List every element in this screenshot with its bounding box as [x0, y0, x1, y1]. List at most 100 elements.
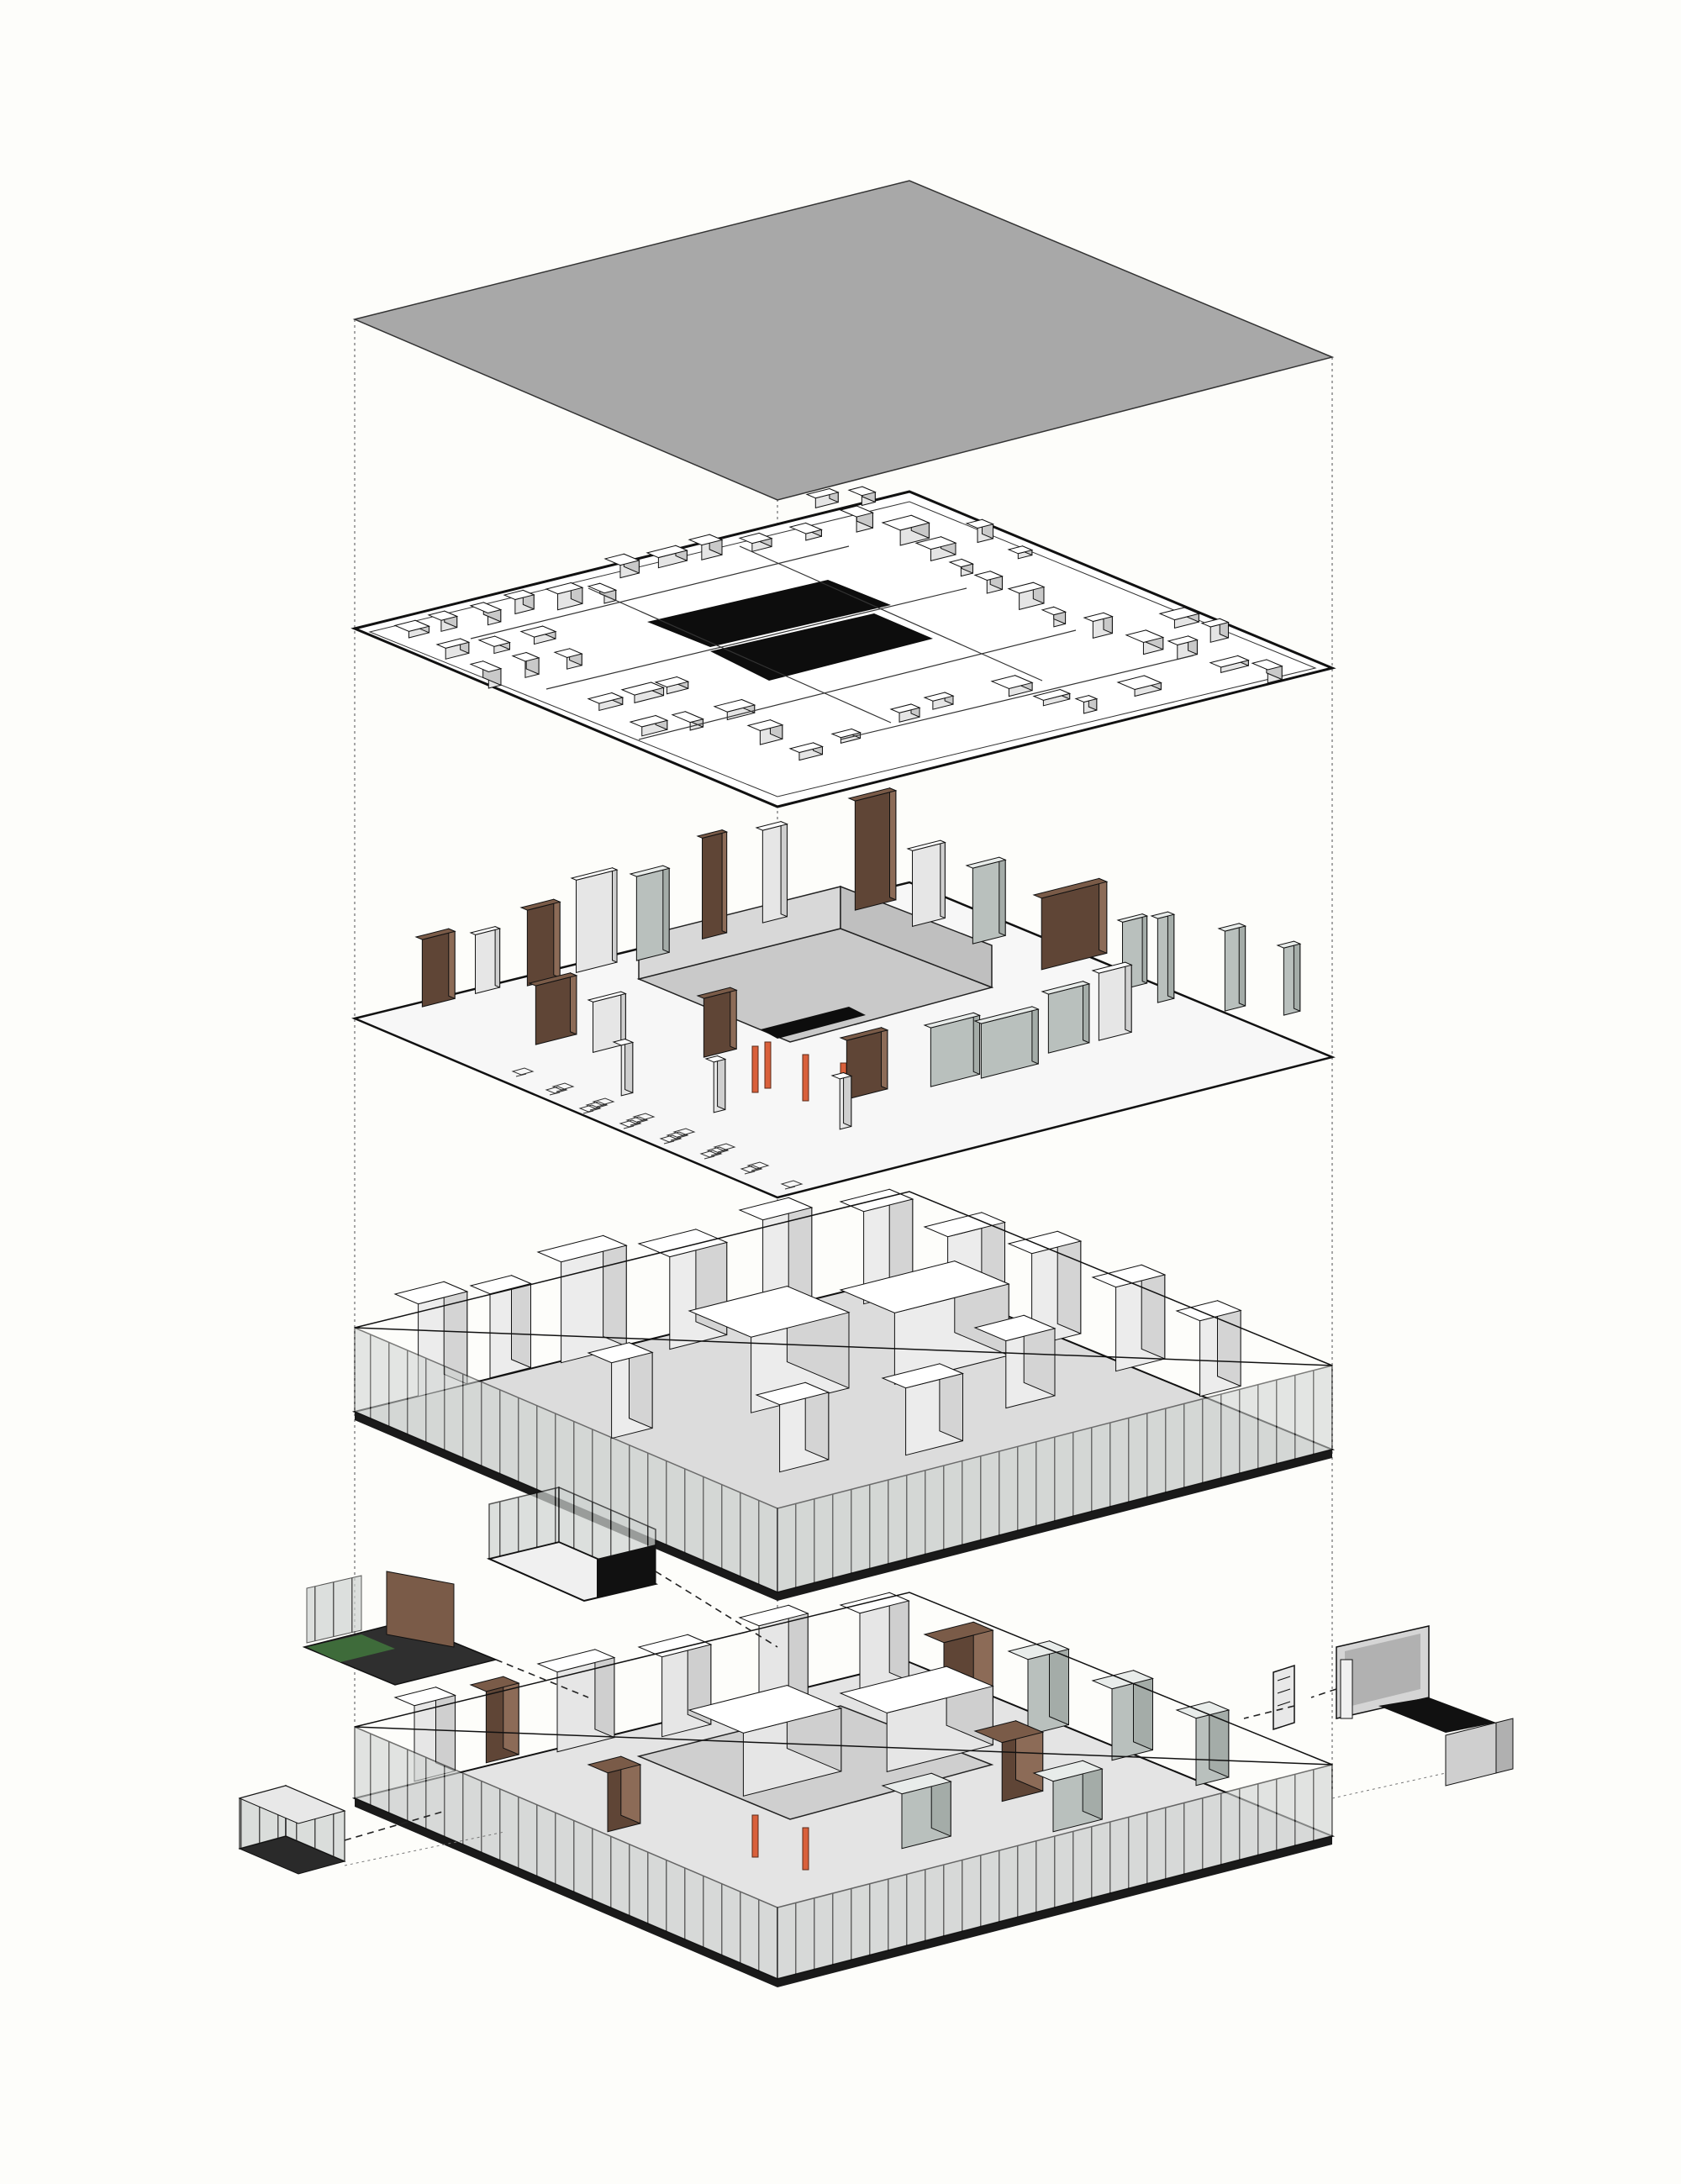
dark-floor-block	[647, 580, 891, 647]
dark-floor-block	[710, 613, 933, 681]
assembled-wall	[839, 1592, 910, 1694]
furniture-block	[923, 692, 955, 710]
furniture-block	[519, 625, 557, 645]
assembled-wall	[973, 1719, 1045, 1802]
fitout-panel	[1041, 980, 1091, 1054]
assembled-walls	[393, 1592, 1230, 1850]
furniture-block	[948, 558, 975, 577]
furniture-block	[889, 703, 921, 723]
furniture-block	[511, 651, 540, 678]
furniture-block	[1007, 545, 1034, 560]
fitout-panel	[847, 787, 898, 911]
furniture-block	[587, 582, 618, 604]
furniture-items	[393, 486, 1283, 761]
exploded-modules	[238, 1486, 1514, 1875]
desk-cluster	[619, 1119, 642, 1129]
assembled-wall	[688, 1684, 843, 1797]
desk-cluster	[780, 1180, 804, 1190]
fitout-panel	[830, 1071, 853, 1130]
partition-wall	[1175, 1299, 1242, 1397]
assembled-wall	[1175, 1701, 1230, 1787]
floor-edge	[777, 1836, 1332, 1987]
floor-edge	[355, 1798, 777, 1987]
partition-wall	[469, 1274, 533, 1379]
furniture-block	[553, 648, 583, 670]
fitout-panel	[839, 1026, 889, 1100]
assembled-wall	[587, 1755, 642, 1833]
fitout-panel	[965, 856, 1007, 945]
furniture-block	[1125, 629, 1165, 655]
furniture-block	[805, 487, 840, 509]
fitout-panel	[755, 820, 789, 924]
fitout-panel	[1217, 923, 1247, 1012]
fitout-panel	[704, 1055, 727, 1113]
desk-cluster	[578, 1104, 602, 1114]
curtain-wall-back	[354, 1592, 1333, 1766]
furniture-block	[1158, 607, 1200, 629]
floor-edge	[777, 1450, 1332, 1601]
desk-cluster	[659, 1134, 682, 1145]
furniture-block	[587, 692, 624, 712]
assembled-wall	[1007, 1639, 1071, 1736]
furniture-block	[603, 553, 640, 579]
fitout-elements	[414, 787, 1302, 1130]
interior-fitout-layer	[351, 787, 1336, 1199]
fitout-panel	[1091, 961, 1133, 1041]
screen-panel-right	[1273, 1664, 1295, 1731]
assembled-wall	[469, 1676, 520, 1764]
fitout-panel	[414, 928, 456, 1008]
assembled-floor-layer	[351, 1592, 1336, 1987]
furniture-plan-layer	[350, 486, 1336, 808]
furniture-block	[914, 536, 957, 562]
partition-walls	[393, 1188, 1242, 1473]
furniture-block	[965, 518, 995, 544]
furniture-block	[973, 571, 1004, 594]
furniture-block	[1167, 635, 1199, 660]
partition-wall	[755, 1381, 830, 1473]
furniture-block	[788, 522, 823, 541]
partition-wall	[587, 1341, 654, 1439]
furniture-block	[746, 718, 784, 745]
roof-slab	[352, 180, 1335, 501]
fitout-panel	[469, 925, 502, 994]
furniture-block	[1200, 618, 1230, 643]
furniture-block	[427, 610, 459, 632]
furniture-block	[1041, 606, 1067, 628]
furniture-block	[477, 635, 512, 655]
furniture-block	[629, 714, 669, 737]
partition-wall	[1007, 1230, 1083, 1347]
desk-cluster	[511, 1067, 535, 1077]
orange-columns	[751, 1814, 809, 1871]
central-room-wall	[840, 885, 993, 989]
furniture-block	[1209, 655, 1250, 673]
desk-cluster	[699, 1150, 723, 1160]
fitout-panel	[923, 1012, 982, 1087]
furniture-block	[847, 486, 877, 507]
furniture-block	[1074, 694, 1099, 714]
furniture-block	[738, 532, 773, 552]
furniture-block	[1116, 675, 1162, 697]
furniture-block	[646, 545, 688, 569]
fitout-panel	[696, 829, 729, 939]
fitout-panel	[570, 866, 619, 973]
furniture-block	[545, 582, 584, 611]
fitout-panel	[1032, 877, 1109, 971]
furniture-block	[654, 676, 690, 695]
furniture-block	[881, 514, 930, 546]
planter-module-left	[302, 1571, 498, 1686]
furniture-block	[620, 682, 666, 703]
partition-wall	[536, 1234, 628, 1364]
furniture-block	[1007, 582, 1046, 610]
furniture-block	[1251, 659, 1283, 684]
partition-wall	[688, 1285, 851, 1413]
partition-wall	[973, 1314, 1057, 1409]
leader-lines	[344, 1571, 1337, 1841]
furniture-block	[469, 660, 503, 689]
feature-wall-right	[1336, 1625, 1514, 1787]
desk-cluster	[740, 1165, 763, 1175]
curtain-wall-back	[354, 1191, 1333, 1366]
furniture-block	[1032, 688, 1072, 707]
assembled-wall	[738, 1604, 809, 1711]
furniture-block	[435, 638, 471, 660]
